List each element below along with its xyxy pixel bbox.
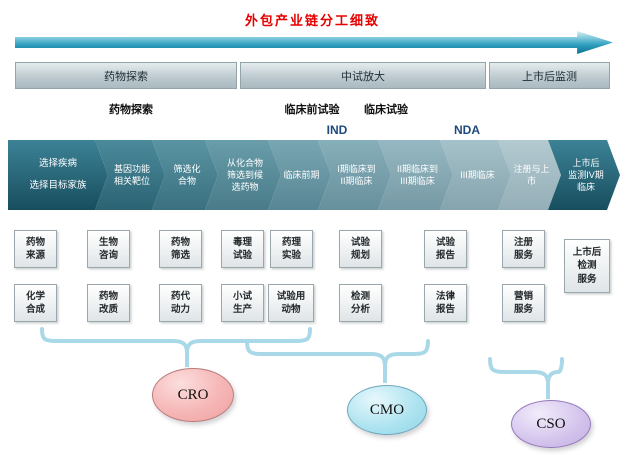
service-box-registration: 注册 服务: [502, 230, 545, 268]
stage-label-discovery: 药物探索: [109, 104, 153, 116]
cro-group-ellipse: CRO: [152, 368, 234, 422]
service-box-bio-consulting: 生物 咨询: [87, 230, 130, 268]
milestone-ind: IND: [326, 123, 348, 137]
phase-bar-postmarket: 上市后监测: [489, 62, 610, 89]
cro-brace: [40, 327, 312, 367]
flow-step-target-selection: 选择疾病 选择目标家族: [8, 140, 108, 210]
flow-step-registration: 注册与上市: [498, 140, 561, 210]
cmo-brace: [245, 339, 430, 383]
cso-brace: [488, 357, 564, 399]
page-title: 外包产业链分工细致: [244, 13, 380, 28]
service-box-postmarket-testing: 上市后 检测 服务: [564, 239, 610, 293]
service-box-test-analysis: 检测 分析: [339, 284, 382, 322]
service-box-chem-synthesis: 化学 合成: [14, 284, 57, 322]
service-box-drug-screening: 药物 筛选: [159, 230, 202, 268]
milestone-nda: NDA: [454, 123, 480, 137]
cso-group-ellipse: CSO: [511, 400, 591, 448]
stage-label-preclinical: 临床前试验: [284, 104, 340, 116]
timeline-arrow-icon: [15, 31, 613, 54]
service-box-marketing: 营销 服务: [502, 284, 545, 322]
phase-bar-pilot-scaleup: 中试放大: [240, 62, 486, 89]
service-box-pharmacology: 药理 实验: [270, 230, 313, 268]
service-box-lab-animals: 试验用 动物: [268, 284, 314, 322]
cmo-group-ellipse: CMO: [347, 385, 427, 435]
service-box-trial-report: 试验 报告: [424, 230, 467, 268]
service-box-pilot-production: 小试 生产: [221, 284, 264, 322]
service-box-legal-report: 法律 报告: [424, 284, 467, 322]
phase-bar-drug-discovery: 药物探索: [15, 62, 237, 89]
service-box-trial-planning: 试验 规划: [339, 230, 382, 268]
service-box-toxicology: 毒理 试验: [221, 230, 264, 268]
process-chevron-flow: 选择疾病 选择目标家族 基因功能 相关靶位 筛选化 合物 从化合物 筛选到候 选…: [8, 140, 620, 210]
service-box-drug-source: 药物 来源: [14, 230, 57, 268]
stage-label-clinical: 临床试验: [364, 104, 408, 116]
service-box-pharmacokinetics: 药代 动力: [159, 284, 202, 322]
service-box-drug-modification: 药物 改质: [87, 284, 130, 322]
